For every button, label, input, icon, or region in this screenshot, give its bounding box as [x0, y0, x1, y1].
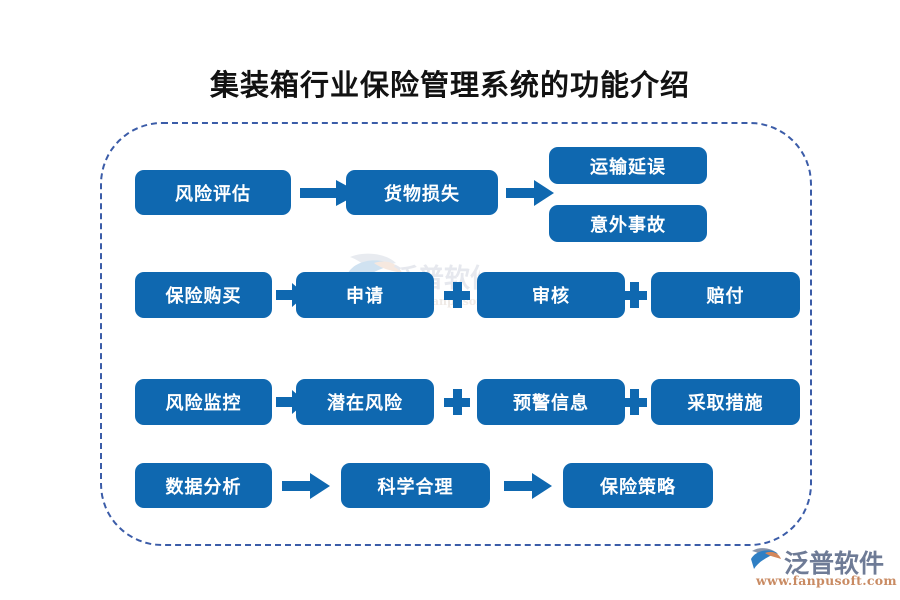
node-insurance-purchase[interactable]: 保险购买	[135, 272, 272, 318]
node-application[interactable]: 申请	[296, 272, 434, 318]
node-label: 采取措施	[687, 393, 764, 414]
plus-icon	[621, 282, 647, 308]
node-insurance-strategy[interactable]: 保险策略	[563, 463, 713, 508]
node-risk-monitoring[interactable]: 风险监控	[135, 379, 272, 425]
node-compensation[interactable]: 赔付	[651, 272, 800, 318]
arrow-right-icon	[300, 180, 360, 206]
brand-url: www.fanpusoft.com	[756, 573, 897, 588]
plus-bar-vertical	[630, 282, 639, 308]
node-label: 运输延误	[590, 156, 666, 178]
arrow-right-icon	[504, 473, 552, 499]
node-label: 赔付	[706, 286, 745, 307]
plus-icon	[621, 389, 647, 415]
node-label: 保险购买	[165, 286, 242, 307]
fanpu-logo-icon	[748, 545, 782, 573]
brand-name: 泛普软件	[784, 549, 885, 578]
node-label: 数据分析	[165, 476, 242, 498]
arrow-right-icon	[282, 473, 330, 499]
node-cargo-loss[interactable]: 货物损失	[346, 170, 498, 215]
node-label: 风险评估	[175, 183, 251, 205]
node-label: 风险监控	[165, 393, 242, 414]
node-label: 科学合理	[377, 476, 454, 498]
node-label: 预警信息	[513, 393, 589, 414]
diagram-frame	[100, 122, 812, 546]
page-title: 集装箱行业保险管理系统的功能介绍	[209, 68, 690, 102]
node-risk-assessment[interactable]: 风险评估	[135, 170, 291, 215]
node-warning-info[interactable]: 预警信息	[477, 379, 625, 425]
node-label: 货物损失	[384, 183, 460, 205]
node-label: 意外事故	[590, 214, 666, 236]
node-transport-delay[interactable]: 运输延误	[549, 147, 707, 184]
node-label: 审核	[532, 286, 570, 307]
node-potential-risk[interactable]: 潜在风险	[296, 379, 434, 425]
brand-logo: 泛普软件 www.fanpusoft.com	[748, 544, 897, 592]
node-label: 申请	[346, 286, 384, 307]
arrow-right-icon	[506, 180, 554, 206]
node-label: 潜在风险	[327, 393, 403, 414]
plus-bar-vertical	[630, 389, 639, 415]
node-data-analysis[interactable]: 数据分析	[135, 463, 272, 508]
node-accident[interactable]: 意外事故	[549, 205, 707, 242]
plus-bar-vertical	[453, 389, 462, 415]
plus-bar-vertical	[453, 282, 462, 308]
plus-icon	[444, 389, 470, 415]
node-scientific-reasonable[interactable]: 科学合理	[341, 463, 490, 508]
node-label: 保险策略	[600, 476, 676, 498]
node-take-measures[interactable]: 采取措施	[651, 379, 800, 425]
node-review[interactable]: 审核	[477, 272, 625, 318]
plus-icon	[444, 282, 470, 308]
